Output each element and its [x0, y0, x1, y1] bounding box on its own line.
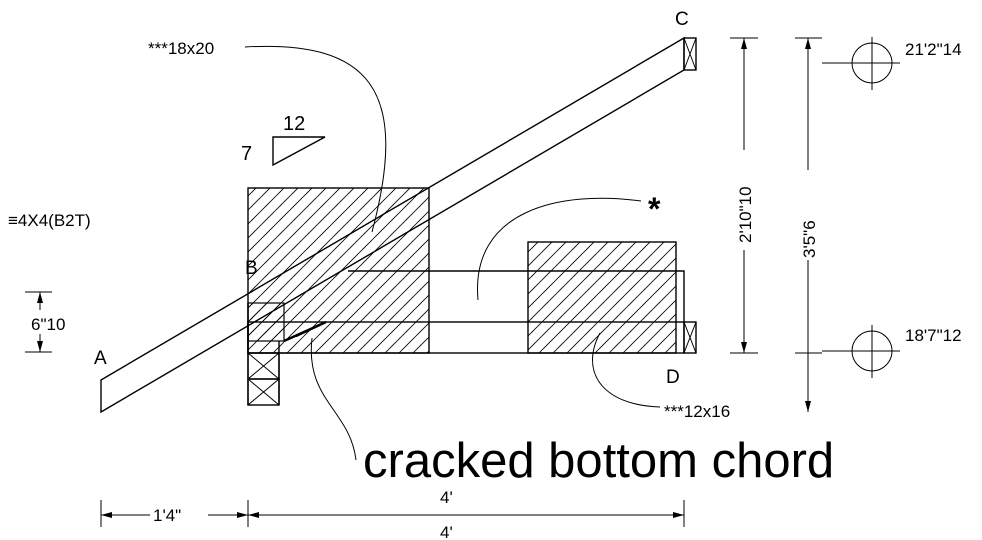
point-a-label: A [94, 348, 107, 369]
end-box-c [683, 37, 697, 71]
dim-inner-height [730, 37, 758, 354]
dim-inner-height-label: 2'10"10 [736, 186, 755, 243]
point-d-label: D [666, 367, 680, 388]
plate-label-12x16: ***12x16 [664, 402, 730, 421]
dim-overall-height-label: 3'5"6 [800, 220, 819, 258]
point-c-label: C [675, 9, 689, 30]
gusset-plate-12x16 [527, 241, 677, 354]
leader-12x16 [592, 332, 661, 408]
dim-span-lower-label: 4' [440, 523, 453, 540]
leader-cracked [310, 337, 357, 461]
dim-span-upper-label: 4' [440, 488, 453, 507]
plate-label-18x20: ***18x20 [148, 39, 214, 58]
point-b-label: B [245, 258, 258, 279]
pitch-run-label: 12 [283, 113, 305, 135]
member-size-label: ≡4X4(B2T) [8, 211, 91, 230]
elevation-top-label: 21'2"14 [905, 40, 962, 59]
pitch-rise-label: 7 [241, 143, 252, 165]
leader-asterisk [477, 197, 642, 301]
web-member [348, 270, 685, 322]
dim-overhang-label: 1'4" [153, 506, 181, 525]
dim-overall-height [795, 37, 822, 412]
asterisk-mark: * [648, 191, 661, 227]
dim-heel-height-label: 6"10 [31, 315, 65, 334]
end-box-d [683, 321, 697, 354]
dim-span [248, 500, 685, 527]
elevation-bottom-label: 18'7"12 [905, 326, 962, 345]
damage-note: cracked bottom chord [363, 434, 834, 488]
leader-18x20 [244, 45, 387, 233]
elevation-marker-top-icon [822, 37, 900, 90]
dim-heel-height [25, 291, 52, 353]
crack-mark [283, 320, 327, 343]
pitch-triangle [272, 136, 326, 167]
bearing-block [247, 352, 280, 406]
dim-overhang [100, 500, 249, 527]
elevation-marker-bottom-icon [822, 325, 900, 378]
